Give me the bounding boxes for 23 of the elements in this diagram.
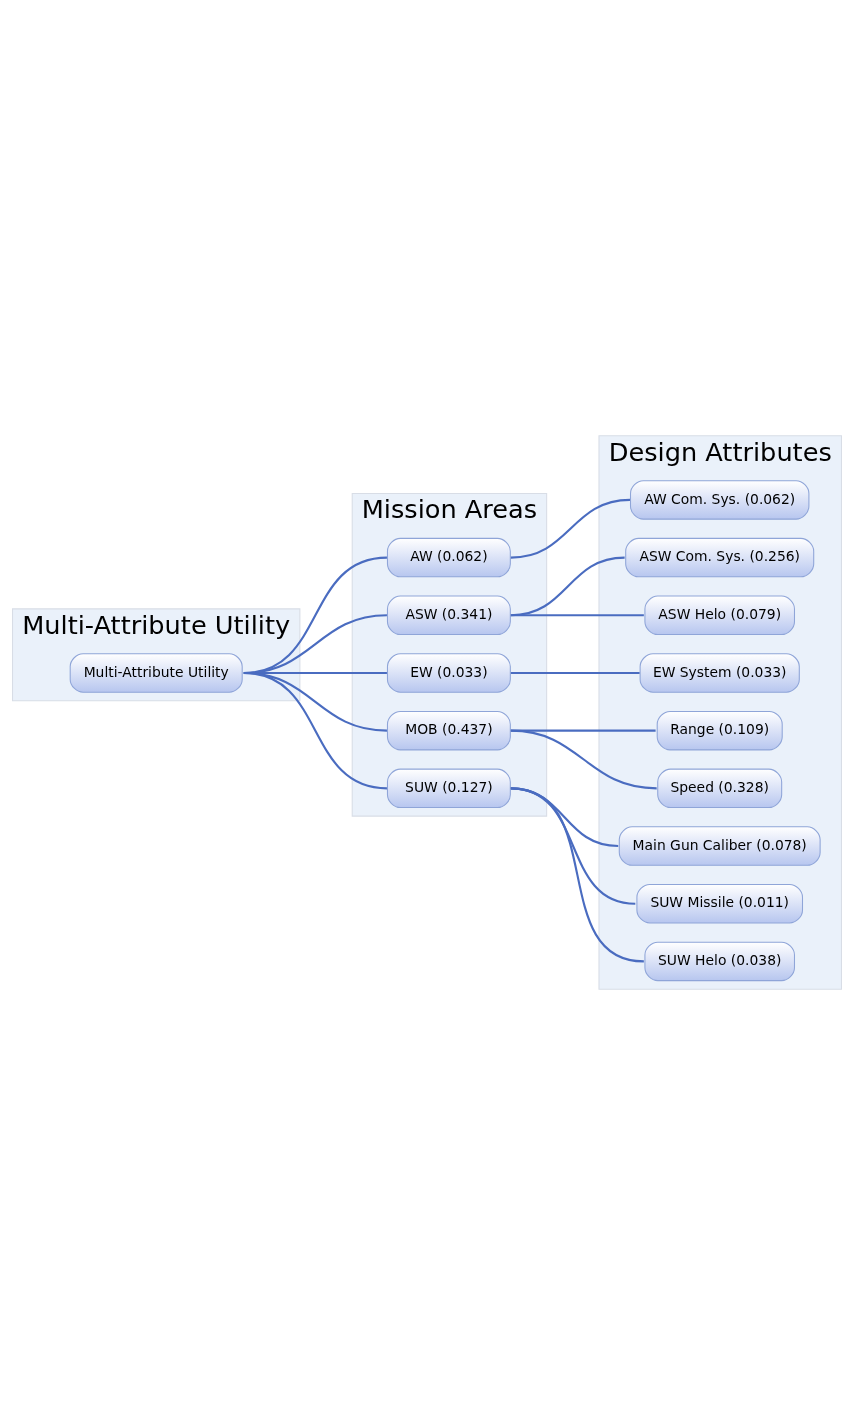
node-box: SUW Helo (0.038) <box>644 941 795 982</box>
node-box: SUW Missile (0.011) <box>636 883 804 924</box>
node-box: ASW Com. Sys. (0.256) <box>625 537 815 578</box>
connector <box>510 729 657 790</box>
connector <box>510 787 636 905</box>
connector <box>243 671 388 790</box>
node-box: MOB (0.437) <box>386 710 511 751</box>
connector <box>510 787 645 963</box>
node-box: Main Gun Caliber (0.078) <box>618 826 821 866</box>
node-box: AW (0.062) <box>386 537 511 578</box>
connector <box>510 614 644 617</box>
node-box: Range (0.109) <box>656 710 783 751</box>
node-box: ASW (0.341) <box>386 595 511 636</box>
node-box: Speed (0.328) <box>657 768 783 809</box>
node-box: AW Com. Sys. (0.062) <box>629 480 810 520</box>
node-box: ASW Helo (0.079) <box>644 595 795 636</box>
connector <box>510 787 619 848</box>
connector <box>510 671 640 675</box>
node-box: Multi-Attribute Utility <box>69 653 243 693</box>
node-box: EW (0.033) <box>386 653 511 693</box>
node-box: EW System (0.033) <box>639 653 800 693</box>
node-box: SUW (0.127) <box>386 768 511 809</box>
connector <box>510 498 631 559</box>
